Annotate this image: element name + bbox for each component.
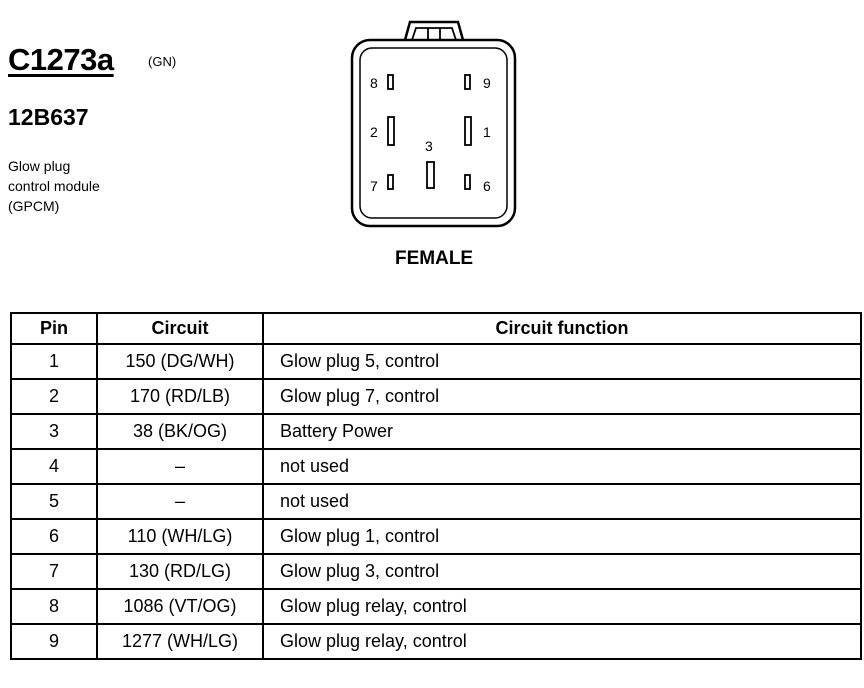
connector-gender: FEMALE: [395, 248, 474, 269]
function-cell: Glow plug relay, control: [262, 588, 862, 625]
circuit-cell: –: [96, 483, 264, 520]
function-cell: Glow plug 3, control: [262, 553, 862, 590]
circuit-cell: –: [96, 448, 264, 485]
circuit-cell: 38 (BK/OG): [96, 413, 264, 450]
description-line: control module: [8, 178, 100, 194]
part-number: 12B637: [8, 104, 89, 130]
pin-label-3: 3: [425, 138, 433, 154]
circuit-cell: 170 (RD/LB): [96, 378, 264, 415]
connector-latch: [403, 20, 465, 41]
pin-cell: 5: [10, 483, 98, 520]
pin-cell: 4: [10, 448, 98, 485]
terminal-8: [387, 74, 394, 90]
connector-housing-inner: [359, 47, 508, 219]
connector-face-diagram: 8 9 2 1 3 7 6: [350, 20, 517, 228]
header-circuit-function: Circuit function: [262, 312, 862, 345]
pin-cell: 1: [10, 343, 98, 380]
pin-cell: 9: [10, 623, 98, 660]
circuit-cell: 150 (DG/WH): [96, 343, 264, 380]
pin-cell: 2: [10, 378, 98, 415]
pin-label-6: 6: [483, 178, 491, 194]
connector-housing-outer: [350, 38, 517, 228]
pin-label-8: 8: [370, 75, 378, 91]
function-cell: not used: [262, 448, 862, 485]
table-row: 4–not used: [10, 448, 862, 485]
table-row: 5–not used: [10, 483, 862, 520]
pin-label-7: 7: [370, 178, 378, 194]
pin-label-1: 1: [483, 124, 491, 140]
terminal-9: [464, 74, 471, 90]
function-cell: Glow plug relay, control: [262, 623, 862, 660]
component-description: Glow plug control module (GPCM): [8, 156, 100, 216]
description-line: Glow plug: [8, 158, 71, 174]
circuit-cell: 130 (RD/LG): [96, 553, 264, 590]
terminal-2: [387, 116, 395, 146]
circuit-cell: 1277 (WH/LG): [96, 623, 264, 660]
terminal-7: [387, 174, 394, 190]
function-cell: Glow plug 7, control: [262, 378, 862, 415]
description-line: (GPCM): [8, 198, 60, 214]
connector-id: C1273a: [8, 42, 114, 77]
header-pin: Pin: [10, 312, 98, 345]
circuit-cell: 1086 (VT/OG): [96, 588, 264, 625]
function-cell: Glow plug 5, control: [262, 343, 862, 380]
pin-cell: 3: [10, 413, 98, 450]
terminal-1: [464, 116, 472, 146]
terminal-3: [426, 161, 435, 189]
connector-color: (GN): [148, 54, 177, 69]
pin-cell: 6: [10, 518, 98, 555]
circuit-cell: 110 (WH/LG): [96, 518, 264, 555]
function-cell: Battery Power: [262, 413, 862, 450]
terminal-6: [464, 174, 471, 190]
function-cell: Glow plug 1, control: [262, 518, 862, 555]
pin-cell: 8: [10, 588, 98, 625]
pin-cell: 7: [10, 553, 98, 590]
pin-label-9: 9: [483, 75, 491, 91]
pin-label-2: 2: [370, 124, 378, 140]
function-cell: not used: [262, 483, 862, 520]
table-header-row: Pin Circuit Circuit function: [10, 312, 862, 345]
header-circuit: Circuit: [96, 312, 264, 345]
